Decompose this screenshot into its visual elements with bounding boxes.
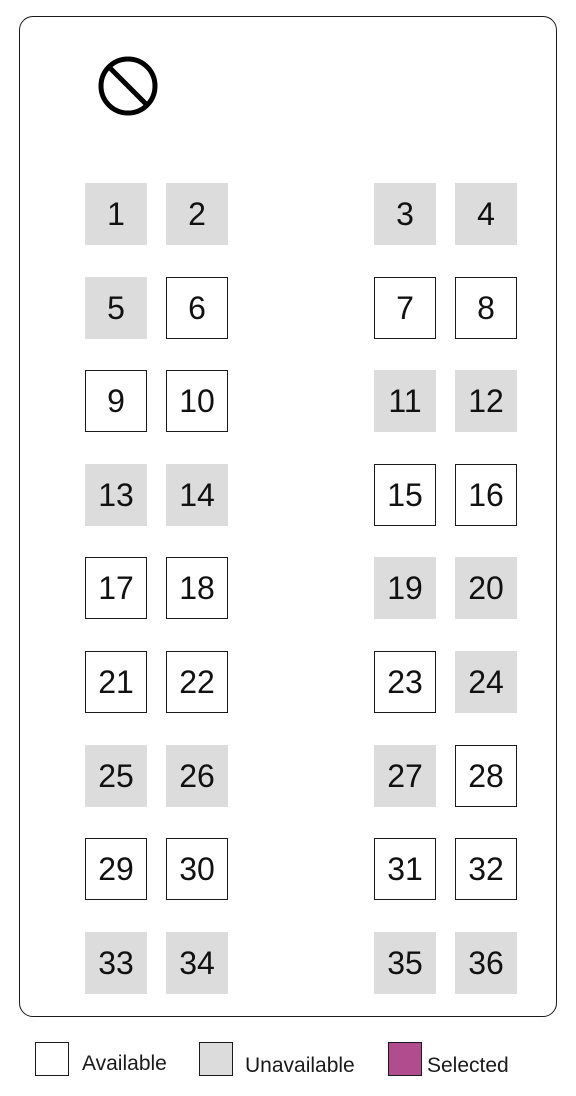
seat-12: 12 bbox=[455, 370, 517, 432]
seat-1: 1 bbox=[85, 183, 147, 245]
seat-4: 4 bbox=[455, 183, 517, 245]
seat-36: 36 bbox=[455, 932, 517, 994]
seat-6[interactable]: 6 bbox=[166, 277, 228, 339]
seat-28[interactable]: 28 bbox=[455, 745, 517, 807]
seat-8[interactable]: 8 bbox=[455, 277, 517, 339]
bus-layout bbox=[19, 16, 557, 1017]
seat-3: 3 bbox=[374, 183, 436, 245]
seat-18[interactable]: 18 bbox=[166, 557, 228, 619]
seat-33: 33 bbox=[85, 932, 147, 994]
legend-selected-swatch bbox=[388, 1042, 422, 1076]
seat-21[interactable]: 21 bbox=[85, 651, 147, 713]
seat-25: 25 bbox=[85, 745, 147, 807]
seat-32[interactable]: 32 bbox=[455, 838, 517, 900]
legend-available-swatch bbox=[35, 1042, 69, 1076]
legend-selected-label: Selected bbox=[427, 1054, 509, 1077]
seat-35: 35 bbox=[374, 932, 436, 994]
legend-unavailable-swatch bbox=[199, 1042, 233, 1076]
seat-20: 20 bbox=[455, 557, 517, 619]
seat-31[interactable]: 31 bbox=[374, 838, 436, 900]
seat-27: 27 bbox=[374, 745, 436, 807]
seat-7[interactable]: 7 bbox=[374, 277, 436, 339]
seat-26: 26 bbox=[166, 745, 228, 807]
seat-17[interactable]: 17 bbox=[85, 557, 147, 619]
seat-34: 34 bbox=[166, 932, 228, 994]
seat-24: 24 bbox=[455, 651, 517, 713]
seat-16[interactable]: 16 bbox=[455, 464, 517, 526]
seat-23[interactable]: 23 bbox=[374, 651, 436, 713]
seat-19: 19 bbox=[374, 557, 436, 619]
prohibited-icon bbox=[98, 56, 158, 116]
legend-available-label: Available bbox=[82, 1052, 167, 1075]
seat-5: 5 bbox=[85, 277, 147, 339]
legend-unavailable-label: Unavailable bbox=[245, 1054, 355, 1077]
seat-30[interactable]: 30 bbox=[166, 838, 228, 900]
seat-13: 13 bbox=[85, 464, 147, 526]
seat-22[interactable]: 22 bbox=[166, 651, 228, 713]
seat-2: 2 bbox=[166, 183, 228, 245]
seat-11: 11 bbox=[374, 370, 436, 432]
seat-29[interactable]: 29 bbox=[85, 838, 147, 900]
seat-9[interactable]: 9 bbox=[85, 370, 147, 432]
seat-15[interactable]: 15 bbox=[374, 464, 436, 526]
seat-14: 14 bbox=[166, 464, 228, 526]
seat-10[interactable]: 10 bbox=[166, 370, 228, 432]
